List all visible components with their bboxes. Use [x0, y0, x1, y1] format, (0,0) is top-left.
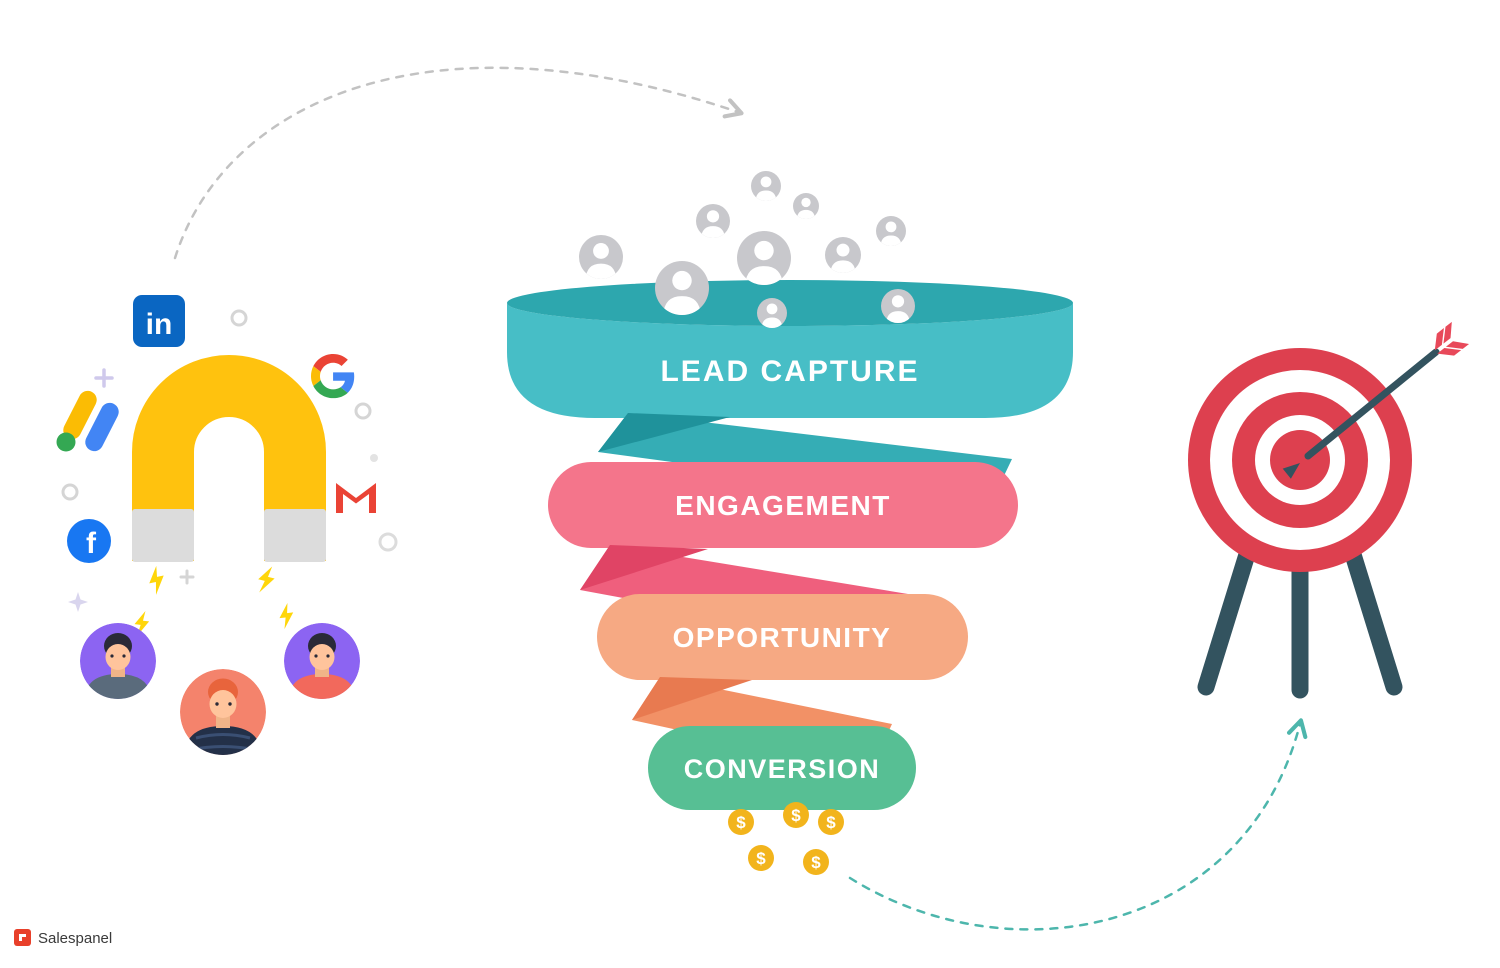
prospect-avatar-icon — [751, 171, 781, 203]
stage-label-lead-capture: LEAD CAPTURE — [660, 355, 919, 388]
funnel-stage-engagement — [548, 462, 1018, 548]
decor-plus — [94, 368, 114, 388]
lightning-icon — [146, 564, 168, 596]
funnel-rim — [507, 280, 1073, 326]
svg-text:$: $ — [756, 849, 766, 868]
coin-icon: $ — [783, 802, 809, 828]
decor-circle — [61, 483, 79, 501]
lead-magnet-group: in f — [56, 295, 398, 755]
prospect-avatar-icon — [737, 231, 791, 288]
target-bullseye — [1270, 430, 1330, 490]
decor-circle — [378, 532, 398, 552]
stage-label-opportunity: OPPORTUNITY — [673, 622, 892, 653]
salespanel-logo-icon — [14, 929, 31, 946]
gmail-icon — [336, 483, 376, 513]
lead-avatar-1 — [80, 623, 156, 699]
funnel-stage-opportunity — [597, 594, 968, 680]
flow-arrow-sources-to-funnel — [173, 66, 744, 260]
arrow-icon — [1282, 321, 1470, 479]
google-icon — [311, 354, 355, 399]
funnel-fold-1 — [598, 413, 730, 452]
decor-circle — [230, 309, 248, 327]
prospect-avatar-icon — [793, 193, 819, 220]
decor-circle — [354, 402, 372, 420]
funnel-stage-conversion — [648, 726, 916, 810]
svg-text:$: $ — [826, 813, 836, 832]
funnel-fold-2 — [580, 545, 708, 590]
google-ads-icon — [56, 390, 119, 452]
linkedin-label: in — [146, 308, 173, 341]
arrow-shaft — [1304, 348, 1440, 460]
flow-arrow-conversion-to-target — [848, 718, 1308, 931]
svg-text:$: $ — [791, 806, 801, 825]
prospect-avatar-icon — [876, 216, 906, 248]
coin-icons: $ $ $ $ $ — [728, 802, 844, 875]
funnel-stage-lead-capture — [507, 303, 1073, 418]
decor-dot — [370, 454, 378, 462]
coin-icon: $ — [748, 845, 774, 871]
svg-text:$: $ — [736, 813, 746, 832]
target-stand — [1197, 539, 1403, 699]
prospect-avatar-icon — [579, 235, 623, 281]
coin-icon: $ — [803, 849, 829, 875]
coin-icon: $ — [728, 809, 754, 835]
facebook-icon: f — [67, 519, 111, 563]
magnet-tip-left — [132, 509, 194, 562]
prospect-avatar-icon — [696, 204, 730, 240]
lightning-icon — [278, 602, 295, 630]
salespanel-logo: Salespanel — [14, 929, 112, 947]
facebook-label: f — [86, 527, 97, 560]
lead-avatar-3 — [284, 623, 360, 699]
lead-avatar-2 — [180, 669, 266, 755]
decor-plus — [179, 569, 195, 585]
magnet-tip-right — [264, 509, 326, 562]
lightning-icon — [255, 564, 278, 596]
stage-label-engagement: ENGAGEMENT — [675, 490, 891, 521]
decor-sparkle — [68, 592, 88, 612]
magnet-body — [132, 355, 326, 561]
magnet-icon — [132, 355, 326, 562]
salespanel-logo-notch — [19, 934, 26, 941]
salespanel-wordmark: Salespanel — [38, 930, 112, 947]
svg-text:$: $ — [811, 853, 821, 872]
arrow-fletching — [1434, 321, 1470, 356]
funnel-fold-3 — [632, 677, 752, 720]
target-icon — [1188, 321, 1470, 699]
linkedin-icon: in — [133, 295, 185, 347]
stage-label-conversion: CONVERSION — [684, 754, 881, 784]
coin-icon: $ — [818, 809, 844, 835]
prospect-avatar-icon — [825, 237, 861, 275]
arrow-tip — [1282, 463, 1300, 479]
funnel: LEAD CAPTURE ENGAGEMENT OPPORTUNITY CONV… — [507, 171, 1073, 875]
